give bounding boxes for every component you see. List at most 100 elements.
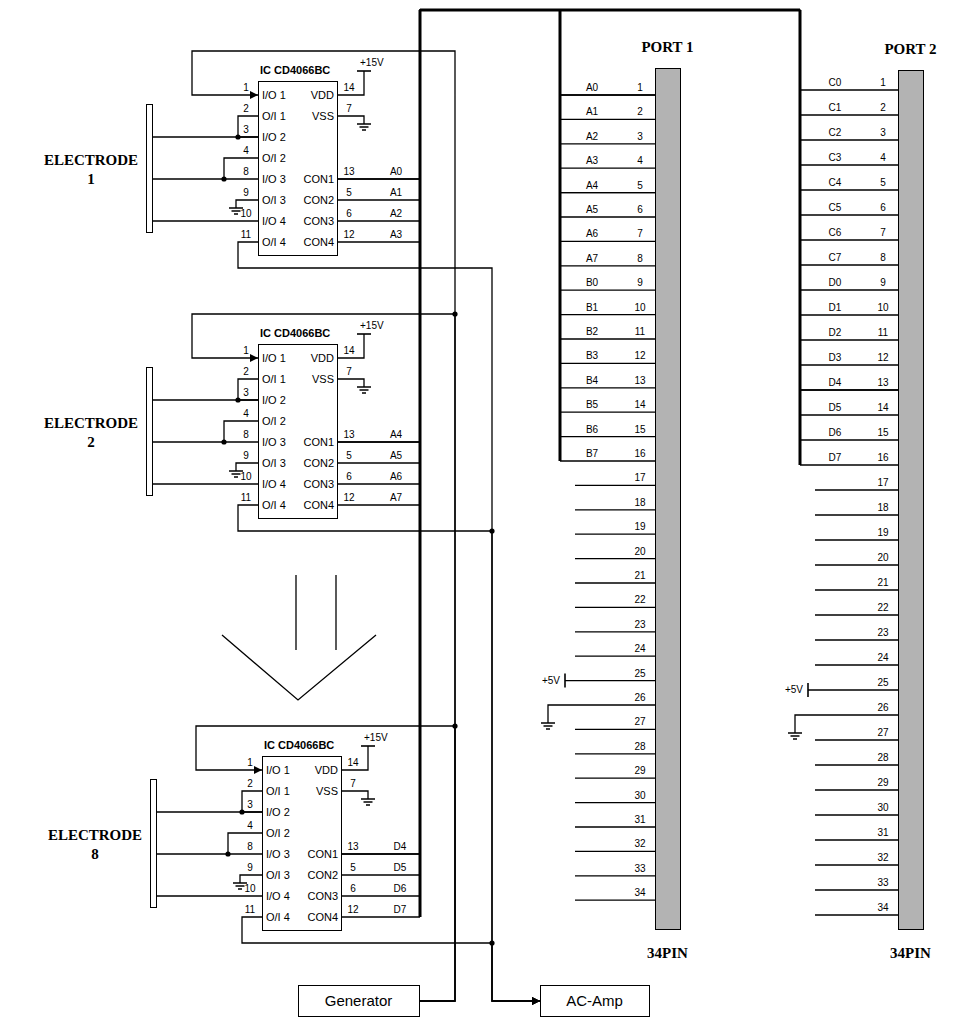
ground-symbol [232,210,241,212]
pin-number: 6 [350,884,356,894]
wire [800,114,898,115]
pin-number: 30 [877,803,888,813]
pin-name: I/O 2 [266,807,290,818]
ground-symbol [234,213,238,215]
pin-number: 1 [880,78,886,88]
pin-number: 10 [634,303,645,313]
pin-count: 34PIN [890,945,931,962]
pin-number: 2 [243,104,249,114]
wire [560,241,655,242]
pin-number: 33 [877,878,888,888]
signal-name: B7 [586,449,598,459]
wire [560,338,655,339]
wire [800,139,898,140]
wire [575,900,655,901]
wire [815,539,898,540]
signal-name: D7 [394,905,407,915]
wire [575,485,655,486]
pin-number: 5 [350,863,356,873]
wire [153,178,258,179]
pin-number: 31 [634,815,645,825]
wire [338,220,420,221]
wire [338,379,364,387]
connector-wire [338,10,655,179]
signal-name: D1 [829,303,842,313]
supply-bar [357,70,371,72]
electrode-label: ELECTRODE 2 [41,414,141,452]
wire [236,463,258,471]
pin-name: O/I 4 [262,500,286,511]
supply-label: +5V [785,685,803,695]
signal-name: D4 [394,842,407,852]
pin-number: 7 [346,104,352,114]
wire [242,791,262,812]
pin-number: 4 [880,153,886,163]
junction-dot [225,851,230,856]
signal-name: C5 [829,203,842,213]
pin-number: 3 [243,125,249,135]
pin-name: O/I 4 [262,237,286,248]
connector-wire [338,10,655,442]
pin-number: 21 [877,578,888,588]
wire [800,314,898,315]
pin-name: O/I 1 [262,111,286,122]
wire [560,143,655,144]
pin-number: 27 [877,728,888,738]
pin-name: CON2 [303,458,334,469]
wire [153,483,258,484]
pin-name: VSS [316,786,338,797]
signal-name: D4 [829,378,842,388]
ground-symbol [362,392,366,394]
signal-name: A1 [586,107,598,117]
wire [815,789,898,790]
supply-bar [564,674,566,688]
wire [815,889,898,890]
wire [560,216,655,217]
wire [224,421,258,442]
pin-number: 14 [343,346,354,356]
pin-number: 10 [240,209,251,219]
pin-number: 28 [634,742,645,752]
signal-name: B1 [586,303,598,313]
wire [815,739,898,740]
wire [560,119,655,120]
wire [157,895,262,896]
pin-name: VDD [315,765,338,776]
pin-name: CON4 [307,912,338,923]
signal-name: D2 [829,328,842,338]
pin-number: 23 [877,628,888,638]
wire [575,729,655,730]
ground-symbol [357,123,371,125]
pin-number: 3 [247,800,253,810]
pin-name: CON2 [307,870,338,881]
pin-name: I/O 4 [262,479,286,490]
wire [153,220,258,221]
wire [560,314,655,315]
wire [800,239,898,240]
signal-name: B0 [586,278,598,288]
wire [800,164,898,165]
wire [560,387,655,388]
signal-name: A0 [586,83,598,93]
pin-name: O/I 1 [262,374,286,385]
wire [575,875,655,876]
signal-name: D5 [394,863,407,873]
pin-number: 9 [243,188,249,198]
connector-wire [192,314,455,1001]
electrode-plate: ELECTRODE 8 [150,779,157,908]
pin-name: CON1 [303,174,334,185]
wire [342,791,368,799]
wire [815,914,898,915]
wire [800,214,898,215]
pin-name: O/I 4 [266,912,290,923]
pin-number: 7 [880,228,886,238]
pin-number: 11 [241,493,251,503]
pin-number: 13 [877,378,888,388]
pin-name: I/O 3 [262,174,286,185]
pin-number: 9 [247,863,253,873]
pin-name: O/I 1 [266,786,290,797]
pin-number: 13 [347,842,358,852]
pin-number: 7 [350,779,356,789]
wire [575,631,655,632]
pin-number: 17 [634,473,645,483]
